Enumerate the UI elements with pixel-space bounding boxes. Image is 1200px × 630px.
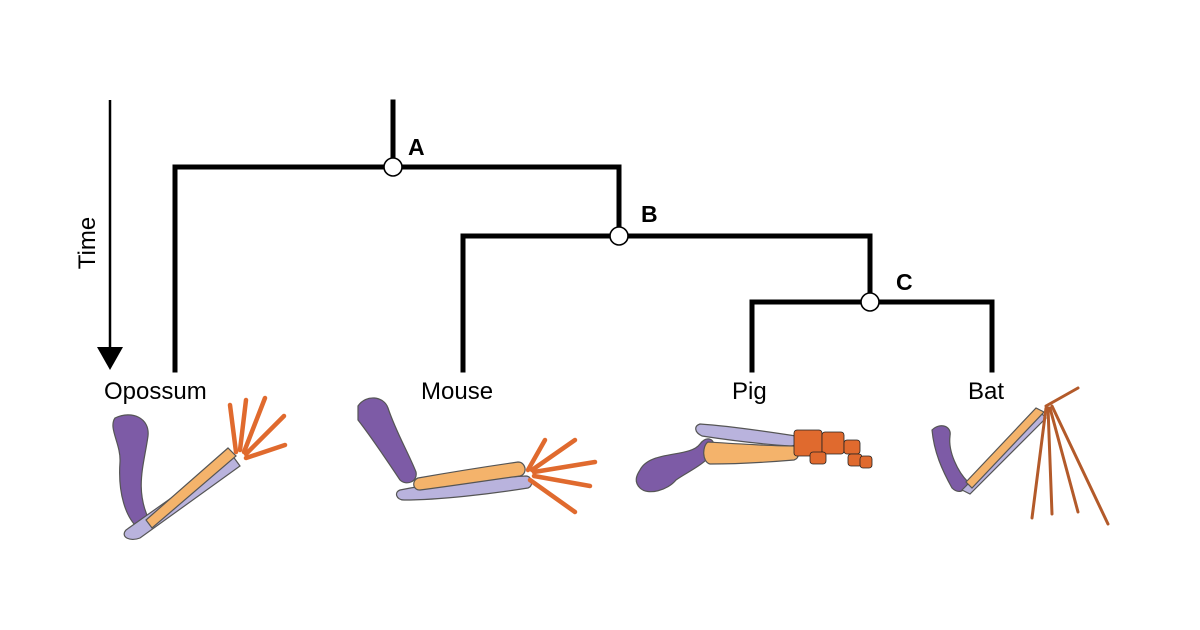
node-b-marker (609, 226, 629, 246)
opossum-radius (145, 447, 237, 529)
node-b-label: B (641, 201, 658, 227)
time-arrow-head (97, 347, 123, 370)
taxon-label-bat: Bat (968, 378, 1004, 405)
mouse-hand (525, 437, 598, 515)
pig-radius (703, 441, 800, 465)
node-c-marker (860, 292, 880, 312)
taxon-label-opossum: Opossum (104, 378, 207, 405)
taxon-label-pig: Pig (732, 378, 767, 405)
pig-hand (793, 429, 873, 469)
taxon-labels: Opossum Mouse Pig Bat (104, 378, 1004, 405)
mouse-radius (413, 461, 526, 491)
mouse-humerus (357, 397, 417, 484)
bat-forelimb-illustration (931, 386, 1110, 526)
time-axis: Time (74, 100, 123, 370)
opossum-hand (227, 395, 288, 461)
branch-a (172, 164, 622, 373)
tree-nodes: A B C (383, 134, 913, 312)
node-c-label: C (896, 269, 913, 295)
tree-branches (172, 99, 995, 373)
pig-forelimb-illustration (635, 423, 873, 493)
opossum-forelimb-illustration (112, 395, 288, 541)
mouse-forelimb-illustration (357, 397, 598, 515)
node-a-marker (383, 157, 403, 177)
branch-b (460, 233, 873, 373)
branch-c (749, 299, 995, 373)
pig-humerus (635, 438, 715, 493)
bat-radius (965, 407, 1045, 489)
opossum-humerus (112, 414, 151, 533)
bat-humerus (931, 425, 969, 492)
node-a-label: A (408, 134, 425, 160)
taxon-label-mouse: Mouse (421, 378, 493, 405)
bat-hand (1030, 386, 1110, 526)
time-axis-label: Time (74, 217, 101, 269)
